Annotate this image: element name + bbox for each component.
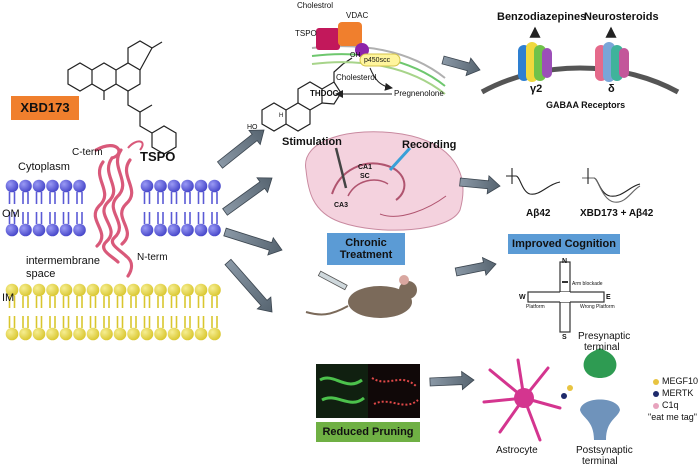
gabaa-receptor-delta: [595, 42, 629, 82]
gamma2-label: γ2: [530, 83, 543, 95]
p450scc-label: p450scc: [364, 57, 391, 64]
cholesterol-conversion-arrow: [369, 67, 393, 91]
maze-e-label: E: [606, 294, 611, 301]
platform-label: Platform: [526, 304, 545, 310]
inner-membrane: [5, 283, 221, 341]
tspo-vdac-complex: [316, 22, 401, 67]
recording-label: Recording: [402, 139, 457, 151]
recording-electrode: [388, 146, 412, 172]
sc-label: SC: [360, 173, 370, 180]
presynaptic-label: Presynaptic: [578, 331, 631, 342]
mertk-dot: [561, 393, 567, 399]
xbd173-box: XBD173: [11, 96, 79, 120]
n-term-label: N-term: [137, 252, 168, 263]
maze-w-label: W: [519, 294, 526, 301]
tspo-label: TSPO: [140, 149, 176, 164]
ho-label: HO: [247, 124, 258, 131]
cholesterol-label: Cholesterol: [336, 73, 377, 82]
tspo-small-label: TSPO: [295, 29, 317, 38]
postsynaptic-label-2: terminal: [582, 456, 618, 467]
c1q-legend-dot: [653, 403, 659, 409]
maze-n-label: N: [562, 258, 568, 265]
figure-artwork: [5, 22, 680, 442]
presynaptic-terminal: [583, 348, 617, 378]
intermembrane-label-2: space: [26, 268, 56, 280]
om-label: OM: [2, 208, 20, 220]
chronic-treatment-line2: Treatment: [339, 249, 393, 261]
abeta-trace-label: Aβ42: [526, 208, 551, 219]
vdac-label: VDAC: [346, 11, 369, 20]
im-label: IM: [2, 292, 15, 304]
postsynaptic-label: Postsynaptic: [576, 445, 633, 456]
cytoplasm-label: Cytoplasm: [18, 161, 70, 173]
improved-cognition-box: Improved Cognition: [508, 234, 620, 254]
outer-membrane: [5, 179, 221, 237]
stimulation-label: Stimulation: [282, 136, 342, 148]
wrong-platform-label: Wrong Platform: [580, 304, 615, 310]
flow-arrows: [216, 55, 501, 391]
neurosteroids-label: Neurosteroids: [584, 11, 659, 23]
pregnenolone-label: Pregnenolone: [394, 89, 444, 98]
postsynaptic-terminal: [580, 399, 620, 440]
astrocyte: [482, 358, 562, 442]
pruning-micrograph: [316, 364, 420, 418]
maze-s-label: S: [562, 334, 567, 341]
hippocampal-slice: [305, 131, 464, 231]
benzodiazepines-label: Benzodiazepines: [497, 11, 587, 23]
presynaptic-label-2: terminal: [584, 342, 620, 353]
legend-mertk: MERTK: [662, 388, 694, 398]
plus-maze: [527, 261, 605, 333]
chronic-treatment-line1: Chronic: [345, 236, 387, 249]
legend-c1q: C1q: [662, 400, 679, 410]
stimulation-electrode: [334, 147, 348, 189]
c-term-tail: [127, 140, 144, 151]
chronic-treatment-box: Chronic Treatment: [327, 233, 405, 265]
delta-label: δ: [608, 83, 615, 95]
ca3-label: CA3: [334, 202, 349, 209]
astrocyte-label: Astrocyte: [496, 445, 538, 456]
figure: XBD173 Cytoplasm C-term TSPO OM N-term i…: [2, 1, 698, 467]
cholestrol-label: Cholestrol: [297, 1, 334, 10]
megf10-dot: [567, 385, 573, 391]
arm-blockade-label: Arm blockade: [572, 281, 603, 287]
astrocyte-soma: [514, 388, 534, 408]
neuron-membrane: [480, 65, 680, 95]
mouse-illustration: [305, 270, 417, 318]
gabaa-receptors-label: GABAA Receptors: [546, 100, 626, 110]
steroid-h-label: H: [279, 113, 284, 119]
reduced-pruning-box: Reduced Pruning: [316, 422, 420, 442]
fepsp-traces: [506, 168, 641, 203]
c-term-label: C-term: [72, 147, 103, 158]
legend-megf10: MEGF10: [662, 376, 698, 386]
megf10-legend-dot: [653, 379, 659, 385]
intermembrane-label: intermembrane: [26, 255, 100, 267]
ca1-label: CA1: [358, 164, 373, 171]
xbd173-abeta-trace-label: XBD173 + Aβ42: [580, 208, 654, 219]
mitochondria-membrane: [311, 45, 446, 95]
mertk-legend-dot: [653, 391, 659, 397]
thdoc-label: THDOC: [310, 89, 339, 98]
xbd173-structure: [67, 40, 177, 155]
oh-label: OH: [350, 52, 361, 59]
gabaa-receptor-gamma2: [518, 42, 552, 82]
legend-eat-me: "eat me tag": [648, 412, 697, 422]
tspo-protein: [93, 144, 134, 278]
